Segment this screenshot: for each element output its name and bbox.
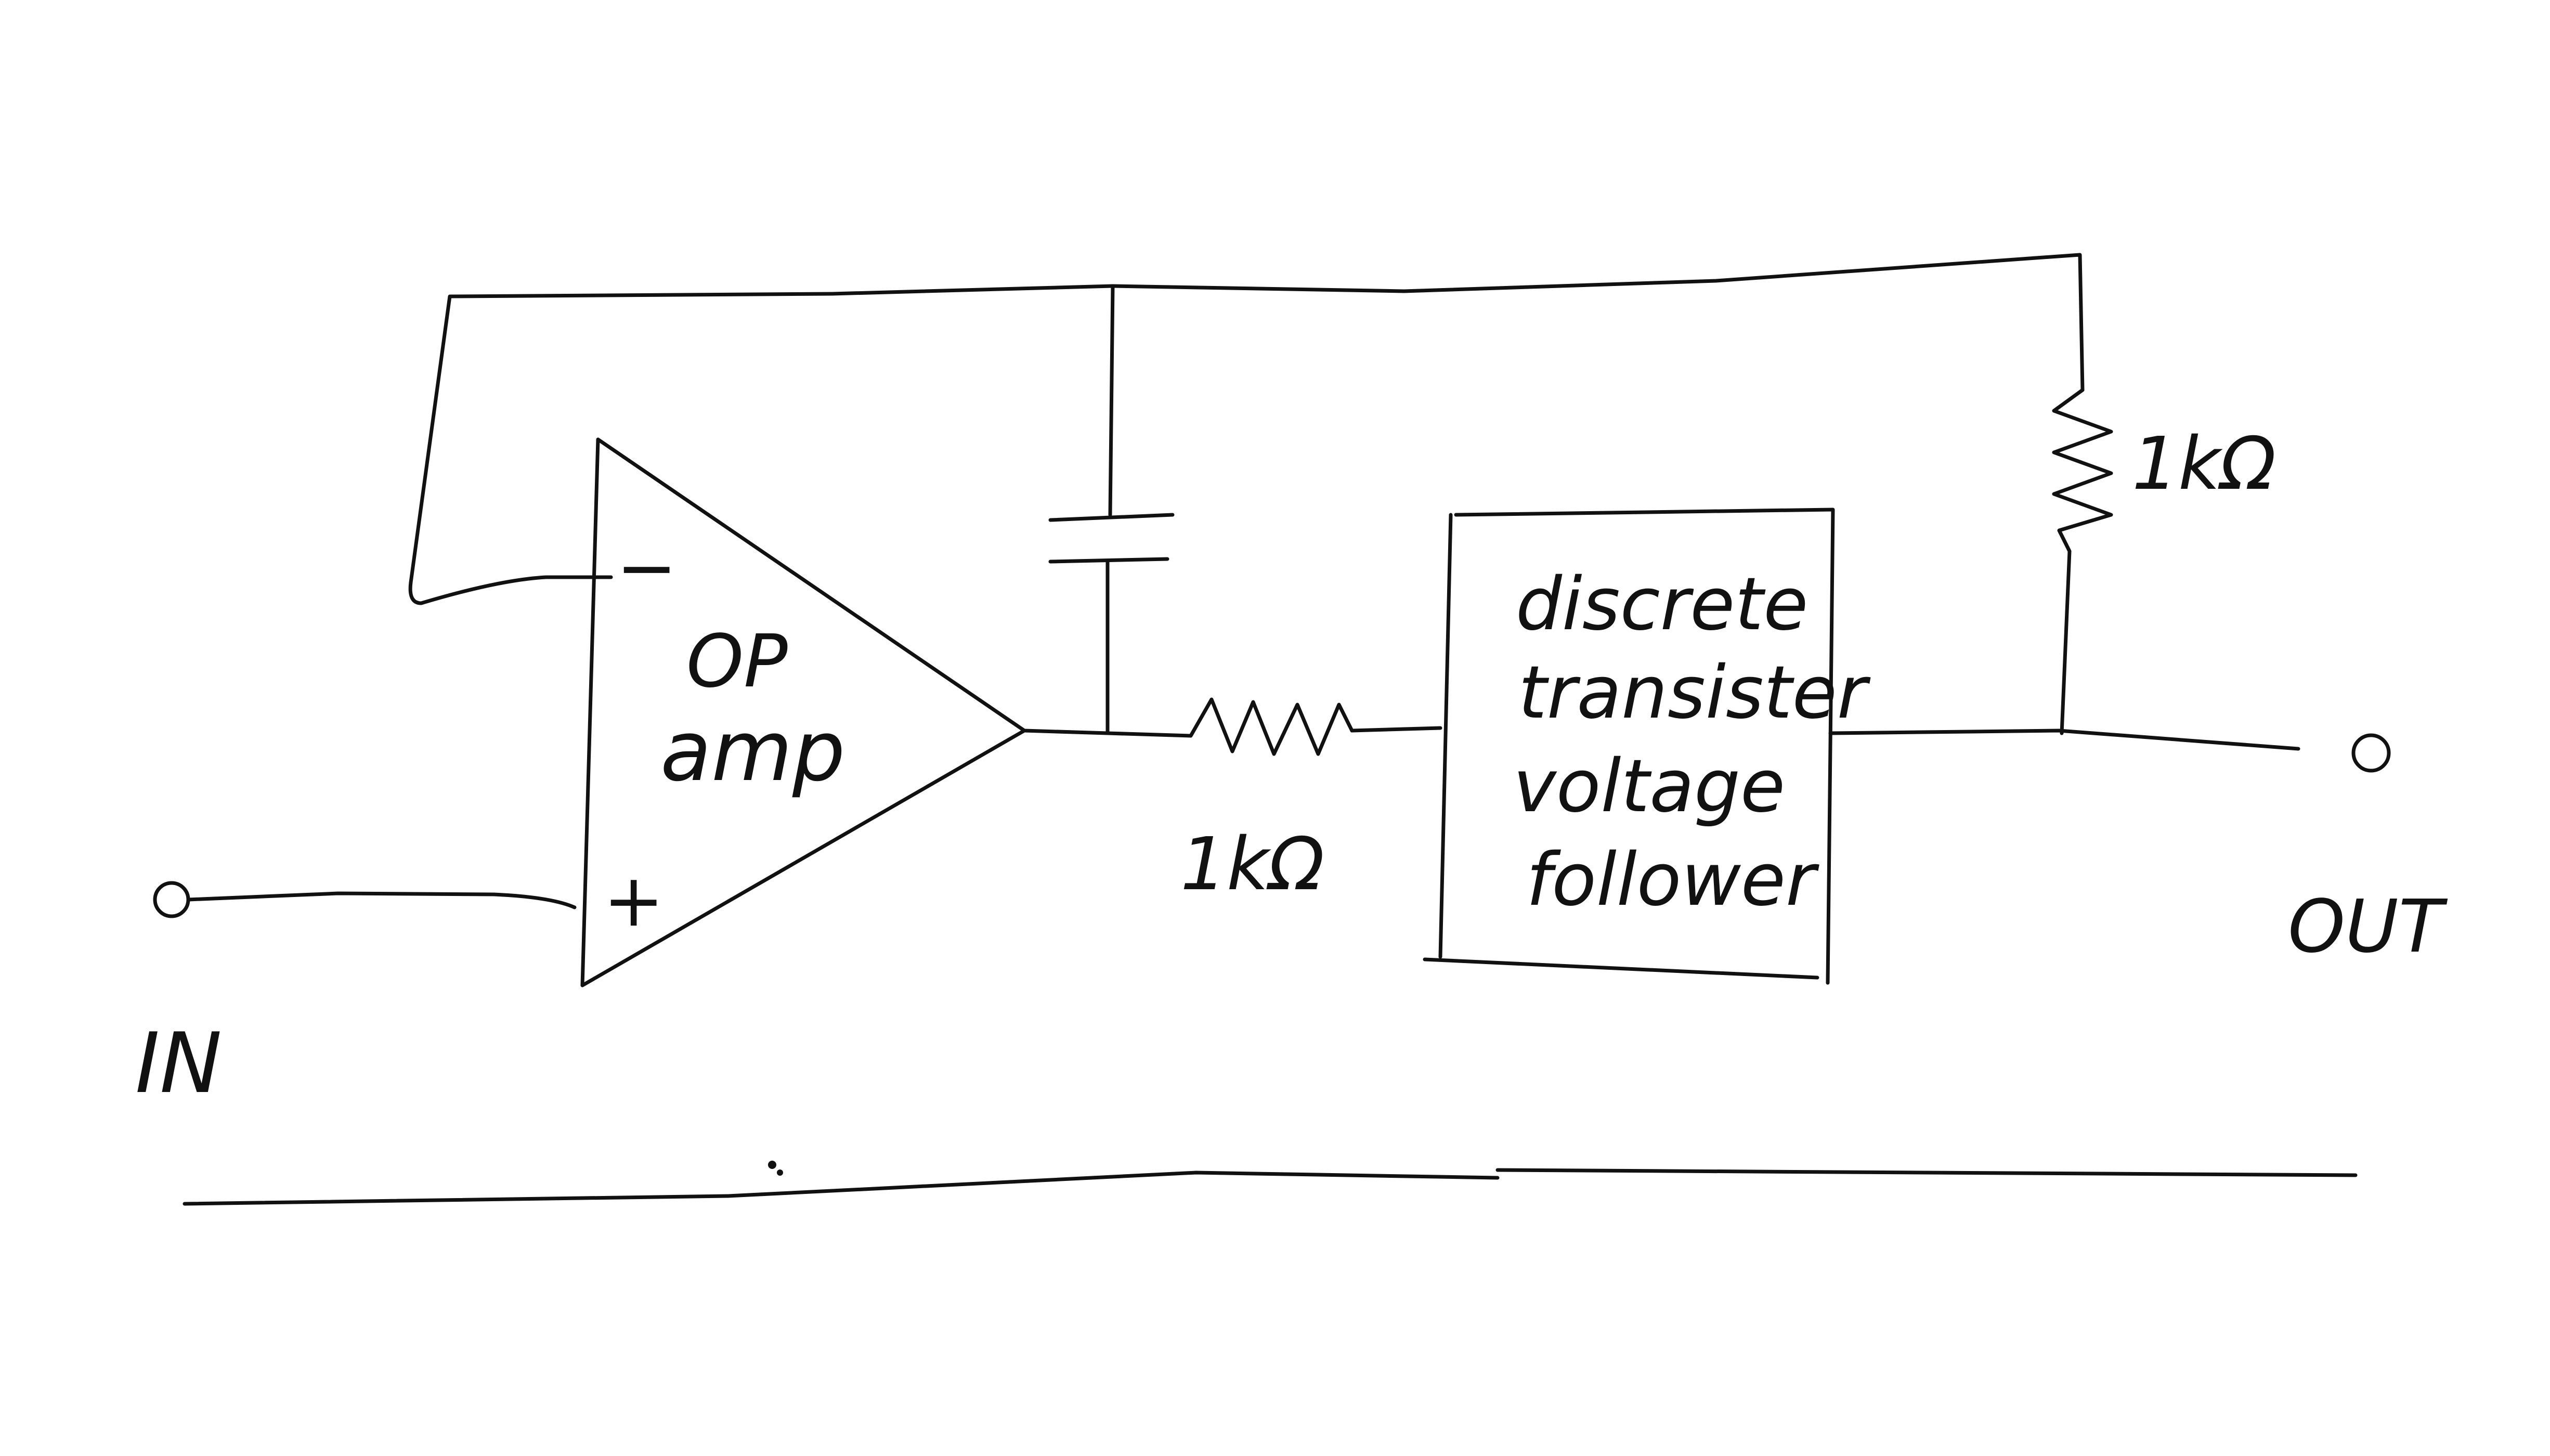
follower-text-line2: transister: [1518, 651, 1871, 735]
speck-mark: [768, 1161, 776, 1169]
output-label: OUT: [2288, 885, 2448, 969]
input-label: IN: [135, 1015, 222, 1112]
opamp-output-wire: [1022, 729, 1110, 735]
series-resistor-label: 1kΩ: [1180, 822, 1324, 907]
opamp-label-amp: amp: [660, 703, 845, 800]
input-terminal: [153, 881, 190, 918]
output-terminal: [2351, 733, 2391, 773]
follower-text-line1: discrete: [1516, 562, 1808, 647]
input-wire: [186, 891, 577, 909]
opamp-plus-sign: +: [603, 859, 664, 943]
capacitor-plate-top: [1048, 513, 1175, 522]
ground-line: [183, 1168, 2358, 1206]
opamp-label-op: OP: [686, 619, 788, 704]
follower-box: [1423, 508, 1835, 985]
speck-mark: [777, 1169, 783, 1176]
follower-text-line4: follower: [1526, 838, 1819, 922]
output-wire: [1828, 729, 2300, 751]
capacitor-lead-top: [1108, 284, 1115, 517]
capacitor-plate-bottom: [1048, 557, 1169, 564]
opamp-minus-sign: −: [616, 526, 677, 610]
opamp-triangle: [580, 437, 1026, 987]
series-resistor: [1105, 697, 1442, 756]
feedback-wire: [408, 253, 2085, 605]
follower-text-line3: voltage: [1513, 744, 1785, 829]
feedback-resistor: [2052, 388, 2113, 735]
feedback-resistor-label: 1kΩ: [2132, 422, 2276, 506]
